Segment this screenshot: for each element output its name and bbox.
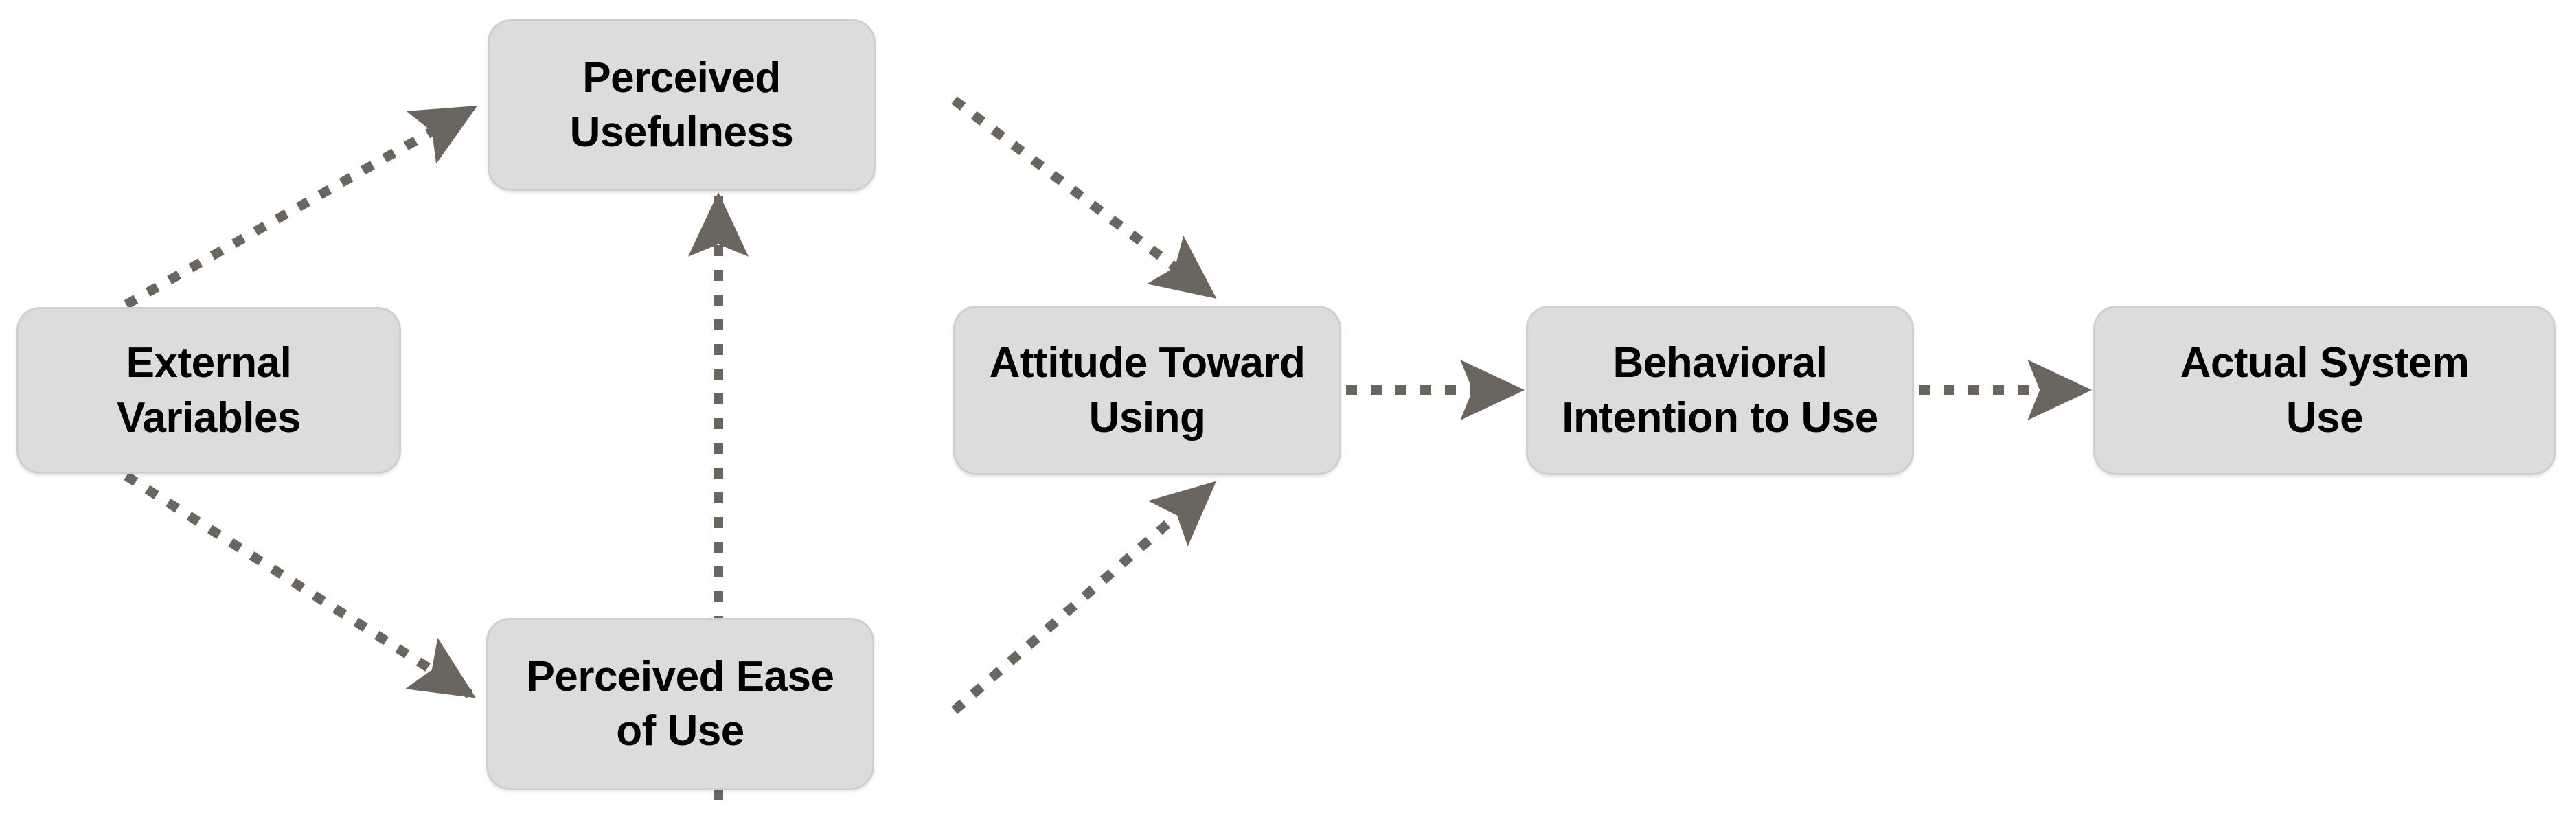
node-behavioral-intention-to-use-label: Behavioral Intention to Use xyxy=(1562,339,1878,442)
edge-perceived-usefulness-to-attitude-toward-using xyxy=(951,96,1219,302)
node-actual-system-use[interactable]: Actual System Use xyxy=(2093,306,2556,475)
node-actual-system-use-label: Actual System Use xyxy=(2180,339,2470,442)
node-perceived-usefulness-label: Perceived Usefulness xyxy=(569,54,794,156)
edge-perceived-ease-of-use-to-attitude-toward-using xyxy=(951,478,1219,714)
node-perceived-usefulness[interactable]: Perceived Usefulness xyxy=(488,19,876,191)
edge-external-variables-to-perceived-ease-of-use xyxy=(124,472,478,702)
node-perceived-ease-of-use-label: Perceived Ease of Use xyxy=(526,652,834,755)
node-perceived-ease-of-use[interactable]: Perceived Ease of Use xyxy=(486,618,874,790)
edge-external-variables-to-perceived-usefulness xyxy=(124,102,479,309)
node-attitude-toward-using-label: Attitude Toward Using xyxy=(989,339,1306,442)
node-behavioral-intention-to-use[interactable]: Behavioral Intention to Use xyxy=(1526,306,1914,475)
node-attitude-toward-using[interactable]: Attitude Toward Using xyxy=(953,306,1341,475)
node-external-variables[interactable]: External Variables xyxy=(16,307,401,474)
node-external-variables-label: External Variables xyxy=(117,339,301,442)
